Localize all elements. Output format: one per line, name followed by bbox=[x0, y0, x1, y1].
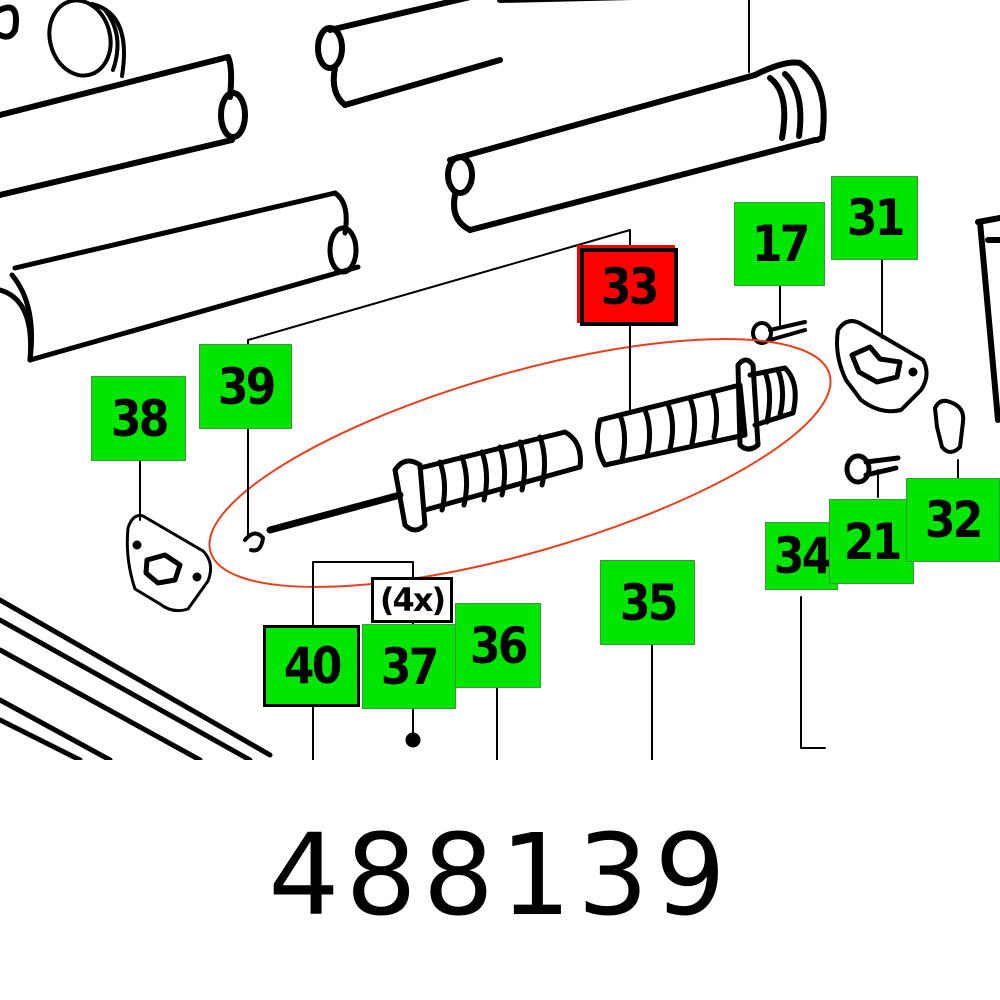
highlight-ellipse bbox=[208, 338, 832, 588]
part-label-40[interactable]: 40 bbox=[263, 625, 360, 707]
tube-3 bbox=[0, 190, 361, 363]
part-label-39[interactable]: 39 bbox=[199, 344, 292, 429]
screw-21 bbox=[844, 453, 901, 485]
part-label-31[interactable]: 31 bbox=[831, 176, 918, 260]
tube-4 bbox=[445, 0, 827, 233]
part-label-32[interactable]: 32 bbox=[906, 478, 1000, 562]
pin-39 bbox=[243, 531, 265, 553]
part-label-17[interactable]: 17 bbox=[734, 202, 825, 286]
part-number: 488139 bbox=[268, 811, 732, 941]
rail-part bbox=[0, 597, 273, 760]
part-label-34[interactable]: 34 bbox=[765, 522, 838, 590]
part-label-37[interactable]: 37 bbox=[362, 624, 456, 709]
part-32-clip bbox=[933, 398, 966, 454]
spring-assembly bbox=[266, 357, 798, 534]
edge-part bbox=[0, 4, 19, 40]
part-label-38[interactable]: 38 bbox=[91, 376, 186, 461]
knob-part bbox=[47, 0, 126, 78]
part-label-35[interactable]: 35 bbox=[600, 560, 695, 645]
part-label-33[interactable]: 33 bbox=[580, 248, 678, 326]
quantity-note: (4x) bbox=[371, 577, 453, 623]
bracket-part bbox=[975, 215, 1000, 423]
exploded-parts-diagram: 33 17 31 38 39 40 37 36 35 34 21 32 (4x) bbox=[0, 0, 1000, 760]
part-label-21[interactable]: 21 bbox=[829, 499, 914, 584]
screw-17 bbox=[751, 320, 807, 345]
plate-38 bbox=[125, 514, 213, 613]
tube-2 bbox=[315, 0, 503, 108]
part-label-36[interactable]: 36 bbox=[455, 603, 541, 688]
plate-31 bbox=[835, 319, 929, 414]
tube-1 bbox=[0, 54, 248, 198]
